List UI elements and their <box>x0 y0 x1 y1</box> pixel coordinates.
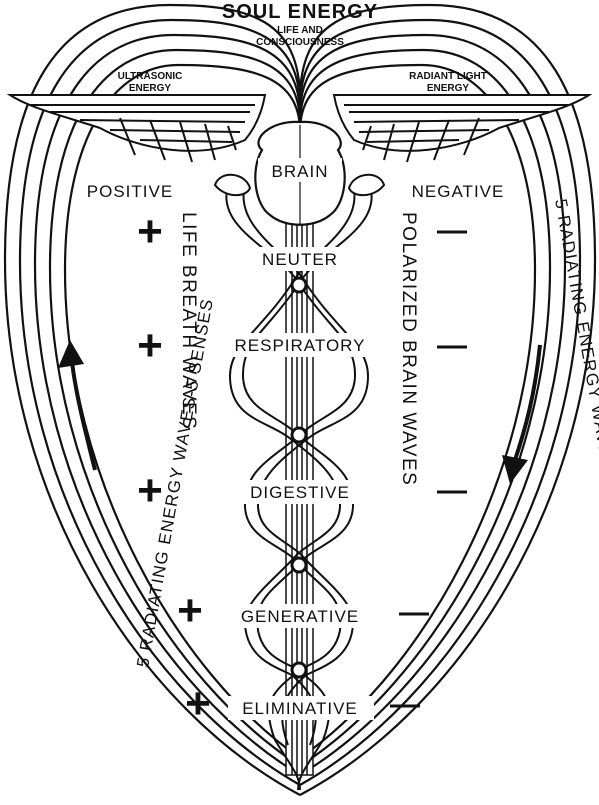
left-wing <box>6 94 267 163</box>
center-generative: GENERATIVE <box>241 607 359 626</box>
minus-signs: — — — — — <box>390 214 467 721</box>
title: SOUL ENERGY <box>222 1 378 23</box>
negative-label: NEGATIVE <box>412 182 505 201</box>
plus-sign: + <box>137 207 163 256</box>
plus-sign: + <box>137 466 163 515</box>
positive-label: POSITIVE <box>87 182 173 201</box>
left-wing-label-2: ENERGY <box>129 83 172 94</box>
center-labels: BRAIN NEUTER RESPIRATORY DIGESTIVE GENER… <box>218 158 384 720</box>
right-wing <box>332 94 593 163</box>
brain-label: BRAIN <box>272 162 329 181</box>
helix-crossings <box>290 276 308 679</box>
life-breath-waves-label: LIFE BREATH WAVES <box>178 212 199 430</box>
minus-sign: — <box>390 688 420 721</box>
polarized-brain-waves-label: POLARIZED BRAIN WAVES <box>398 212 419 486</box>
outer-energy-waves <box>3 3 597 796</box>
subtitle-line2: CONSCIOUSNESS <box>256 37 344 48</box>
center-neuter: NEUTER <box>262 250 338 269</box>
right-wing-label-1: RADIANT LIGHT <box>409 71 487 82</box>
plus-sign: + <box>177 586 203 635</box>
left-arrow <box>58 340 97 471</box>
minus-sign: — <box>399 596 429 629</box>
center-digestive: DIGESTIVE <box>250 483 350 502</box>
minus-sign: — <box>437 329 467 362</box>
right-wing-label-2: ENERGY <box>427 83 470 94</box>
minus-sign: — <box>437 474 467 507</box>
plus-sign: + <box>185 679 211 728</box>
right-radiating-label: 5 RADIATING ENERGY WAVES-5 SENSES <box>551 197 599 569</box>
subtitle-line1: LIFE AND <box>277 25 323 36</box>
left-wing-label-1: ULTRASONIC <box>118 71 183 82</box>
plus-sign: + <box>137 321 163 370</box>
right-arrow <box>502 344 542 484</box>
plus-signs: + + + + + <box>137 207 211 728</box>
minus-sign: — <box>437 214 467 247</box>
center-eliminative: ELIMINATIVE <box>242 699 358 718</box>
center-respiratory: RESPIRATORY <box>235 336 366 355</box>
